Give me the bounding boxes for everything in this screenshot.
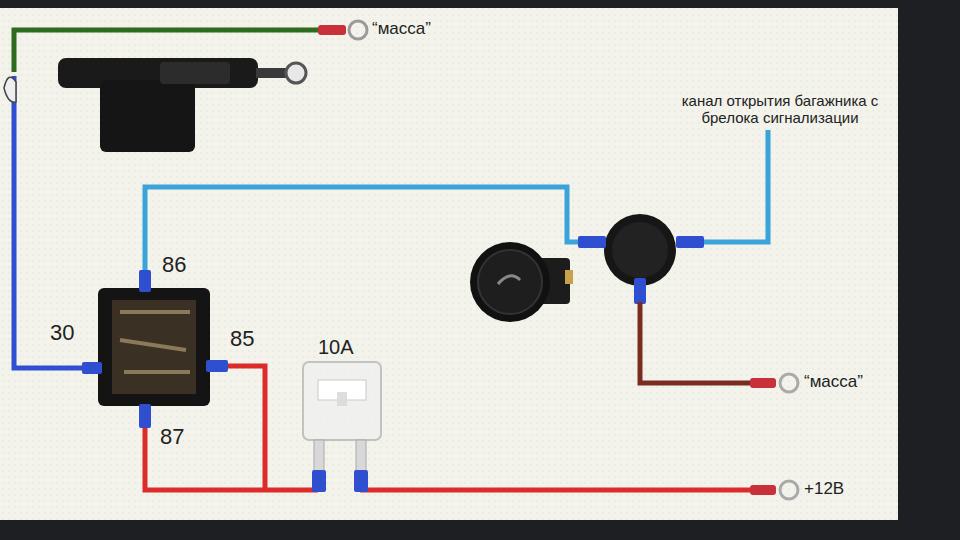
- blue-wire: [14, 76, 90, 368]
- wire-terminal: [318, 25, 346, 35]
- push-button-rear: [578, 214, 704, 304]
- voltage-label: +12В: [804, 479, 844, 499]
- ground-label: “масса”: [372, 19, 431, 39]
- ground-label: “масса”: [804, 372, 863, 392]
- relay: [82, 270, 228, 428]
- channel-note: канал открытия багажника с брелока сигна…: [660, 92, 900, 127]
- ring-terminal: [780, 481, 798, 499]
- pin-number: 87: [160, 424, 184, 449]
- push-button: [470, 242, 573, 322]
- ring-terminal: [780, 374, 798, 392]
- lightblue-wire: [700, 130, 768, 242]
- red-wire: [360, 488, 752, 493]
- red-wire: [145, 366, 318, 490]
- screen-panel: [0, 8, 898, 520]
- ring-terminal: [349, 21, 367, 39]
- wire-terminal: [750, 485, 776, 495]
- fuse-rating: 10A: [318, 336, 354, 359]
- pin-number: 85: [230, 326, 254, 351]
- pin-number: 30: [50, 320, 74, 345]
- fuse: [303, 362, 381, 492]
- pin-number: 86: [162, 252, 186, 277]
- door-lock-actuator: [4, 58, 306, 152]
- wire-terminal: [750, 378, 776, 388]
- brown-wire: [640, 302, 752, 383]
